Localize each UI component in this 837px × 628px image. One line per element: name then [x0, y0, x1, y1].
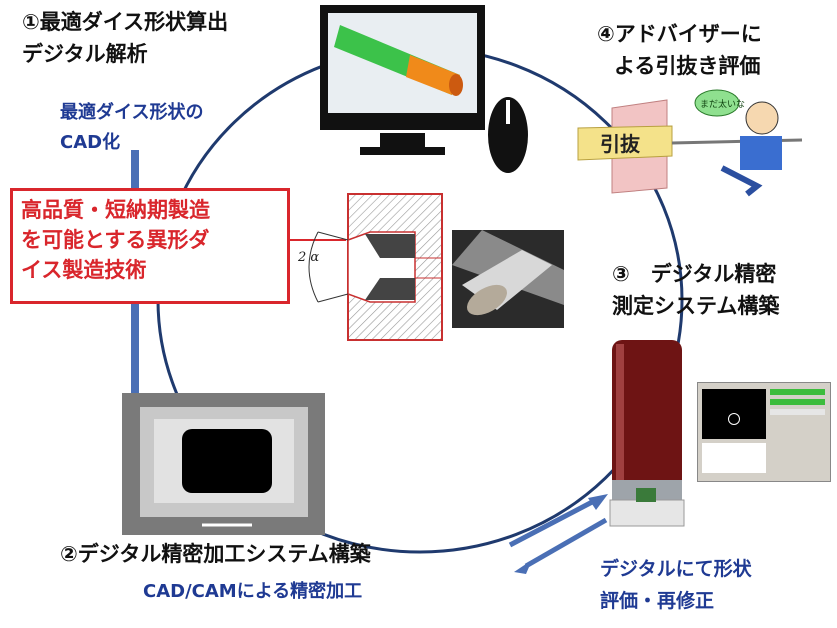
step1-sub-line1: 最適ダイス形状の — [60, 102, 204, 123]
die-angle-label: 2 α — [298, 250, 320, 265]
feedback-line1: デジタルにて形状 — [600, 558, 752, 580]
advisor-balloon: まだ太いな — [700, 100, 746, 110]
step4-line2: よる引抜き評価 — [614, 54, 761, 78]
step2-sub: CAD/CAMによる精密加工 — [143, 581, 363, 602]
wire-photo — [452, 230, 564, 328]
measurement-software-screen — [697, 382, 831, 482]
feedback-line2: 評価・再修正 — [600, 590, 715, 612]
center-technology-box: 高品質・短納期製造 を可能とする異形ダ イス製造技術 — [10, 188, 290, 304]
die-cross-section: 2 α — [290, 192, 445, 342]
step4-line1: ④アドバイザーに — [597, 22, 762, 46]
center-box-line1: 高品質・短納期製造 — [21, 198, 210, 222]
step3-line2: 測定システム構築 — [612, 294, 780, 318]
drawing-evaluation-cartoon: まだ太いな 引抜 — [572, 88, 820, 198]
monitor-illustration — [320, 5, 530, 180]
step1-title-line1: ①最適ダイス形状算出 — [22, 10, 229, 34]
center-box-line3: イス製造技術 — [21, 258, 147, 282]
sem-die-image — [122, 393, 325, 535]
step1-title-line2: デジタル解析 — [22, 42, 148, 66]
step1-sub-line2: CAD化 — [60, 132, 121, 153]
center-box-line2: を可能とする異形ダ — [21, 228, 210, 252]
measurement-instrument — [606, 340, 686, 530]
step3-line1: ③ デジタル精密 — [612, 262, 777, 286]
step2-line1: ②デジタル精密加工システム構築 — [60, 542, 371, 566]
tube-text: 引抜 — [600, 132, 640, 156]
feedback-arrows — [508, 494, 608, 574]
